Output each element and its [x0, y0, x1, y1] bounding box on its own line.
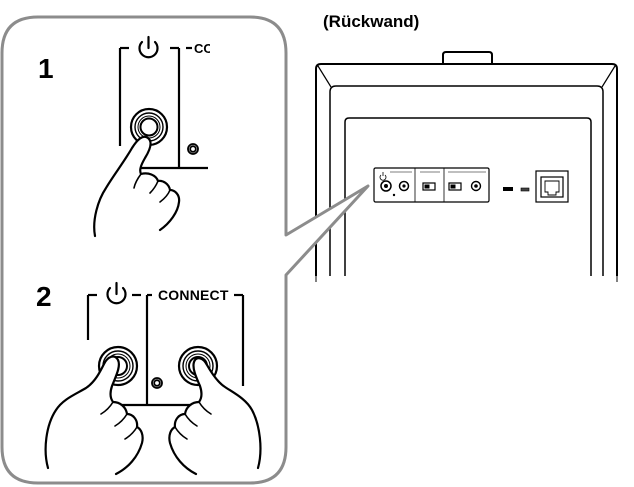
callout-bubble	[0, 15, 370, 485]
device-top-handle	[442, 51, 493, 64]
connect-label-cropped: CO	[194, 42, 210, 55]
rear-power-button	[380, 180, 392, 192]
power-icon-step2	[106, 281, 127, 305]
step-number-1: 1	[38, 53, 54, 84]
rear-connect-button	[398, 180, 410, 192]
pressing-finger-icon-right	[168, 357, 262, 476]
rear-jack	[470, 180, 482, 192]
device-outer-frame	[315, 63, 618, 276]
rear-panel-controls	[373, 167, 569, 203]
control-strip	[373, 167, 490, 203]
ethernet-port-icon	[540, 176, 564, 198]
pressing-finger-icon-left	[44, 355, 144, 476]
rear-view-caption: (Rückwand)	[323, 12, 420, 31]
connect-label: CONNECT	[158, 287, 229, 303]
rear-network-box	[535, 170, 569, 203]
rear-usb-slot	[503, 187, 513, 191]
pressing-finger-icon	[93, 135, 181, 238]
connect-led-icon	[151, 377, 163, 389]
rear-switch-a	[422, 182, 436, 191]
device-rear-panel	[344, 117, 592, 276]
step1-connect-led	[187, 143, 199, 155]
rear-service-port	[520, 187, 530, 192]
power-icon	[138, 35, 159, 59]
device-rear-view	[315, 51, 618, 282]
device-inner-frame	[329, 85, 604, 276]
step-number-2: 2	[36, 281, 52, 312]
rear-switch-b	[448, 182, 462, 191]
